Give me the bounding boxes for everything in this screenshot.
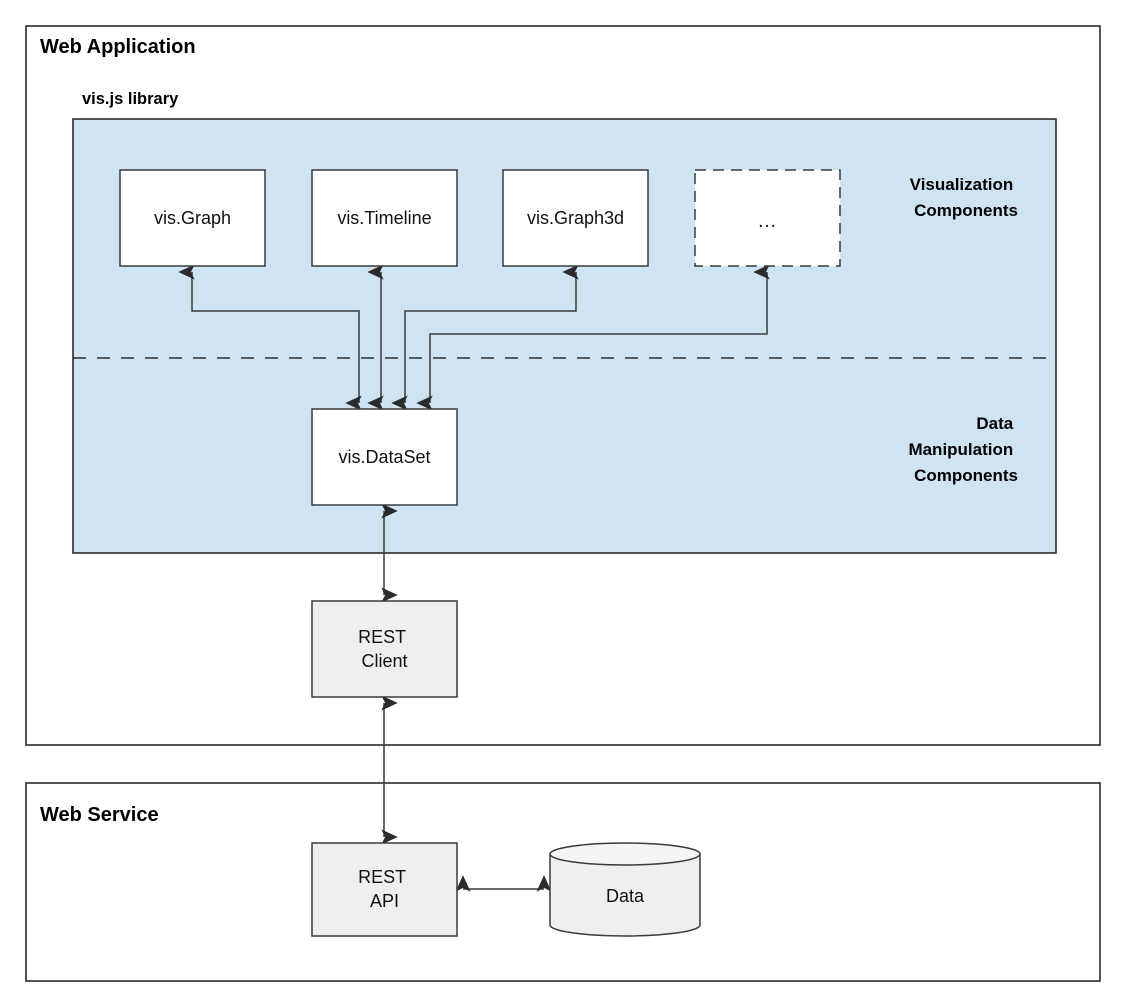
node-vis-graph-label: vis.Graph — [154, 208, 231, 228]
data-store-cylinder-cap — [549, 842, 701, 866]
node-data-store-label: Data — [606, 886, 645, 906]
node-rest-api-box[interactable] — [311, 842, 458, 937]
nodes: vis.Graph vis.Timeline vis.Graph3d ... v… — [119, 169, 841, 937]
frame-web-application-title: Web Application — [40, 36, 196, 58]
frame-web-service-title: Web Service — [40, 804, 159, 826]
node-rest-api-line-1: REST — [358, 867, 406, 887]
vis-js-library-title: vis.js library — [82, 90, 179, 108]
node-vis-dataset[interactable]: vis.DataSet — [311, 408, 458, 506]
node-vis-graph3d-label: vis.Graph3d — [527, 208, 624, 228]
connectors — [178, 264, 770, 892]
connector-dataset-to-more-components — [416, 264, 770, 411]
node-vis-graph3d-box[interactable] — [502, 169, 649, 267]
node-vis-graph[interactable]: vis.Graph — [119, 169, 266, 267]
node-rest-client[interactable]: REST Client — [311, 600, 458, 698]
node-vis-dataset-label: vis.DataSet — [338, 447, 430, 467]
group-labels: Visualization Components Data Manipulati… — [908, 175, 1018, 485]
data-manipulation-components-line-2: Manipulation — [908, 440, 1013, 459]
node-rest-api[interactable]: REST API — [311, 842, 458, 937]
node-rest-api-label: REST API — [358, 867, 411, 911]
node-vis-graph-box[interactable] — [119, 169, 266, 267]
node-rest-client-line-2: Client — [361, 651, 407, 671]
node-vis-graph3d[interactable]: vis.Graph3d — [502, 169, 649, 267]
node-more-components-box[interactable] — [694, 169, 841, 267]
node-rest-client-line-1: REST — [358, 627, 406, 647]
frame-web-service: Web Service — [25, 782, 1101, 982]
node-vis-timeline-label: vis.Timeline — [337, 208, 431, 228]
node-vis-timeline[interactable]: vis.Timeline — [311, 169, 458, 267]
data-store-cylinder-body[interactable] — [549, 853, 701, 937]
data-manipulation-components-line-1: Data — [976, 414, 1013, 433]
connector-dataset-to-vis-graph — [178, 264, 362, 411]
node-vis-dataset-box[interactable] — [311, 408, 458, 506]
visualization-components-label: Visualization Components — [910, 175, 1018, 220]
node-rest-client-box[interactable] — [311, 600, 458, 698]
visualization-components-line-1: Visualization — [910, 175, 1014, 194]
node-vis-timeline-box[interactable] — [311, 169, 458, 267]
data-manipulation-components-line-3: Components — [914, 466, 1018, 485]
node-data-store[interactable]: Data — [549, 842, 701, 937]
visualization-components-line-2: Components — [914, 201, 1018, 220]
node-rest-client-label: REST Client — [358, 627, 411, 671]
node-more-components[interactable]: ... — [694, 169, 841, 267]
node-more-components-label: ... — [758, 211, 777, 232]
vis-js-library-panel: vis.js library — [72, 90, 1057, 554]
data-manipulation-components-label: Data Manipulation Components — [908, 414, 1018, 485]
node-rest-api-line-2: API — [370, 891, 399, 911]
